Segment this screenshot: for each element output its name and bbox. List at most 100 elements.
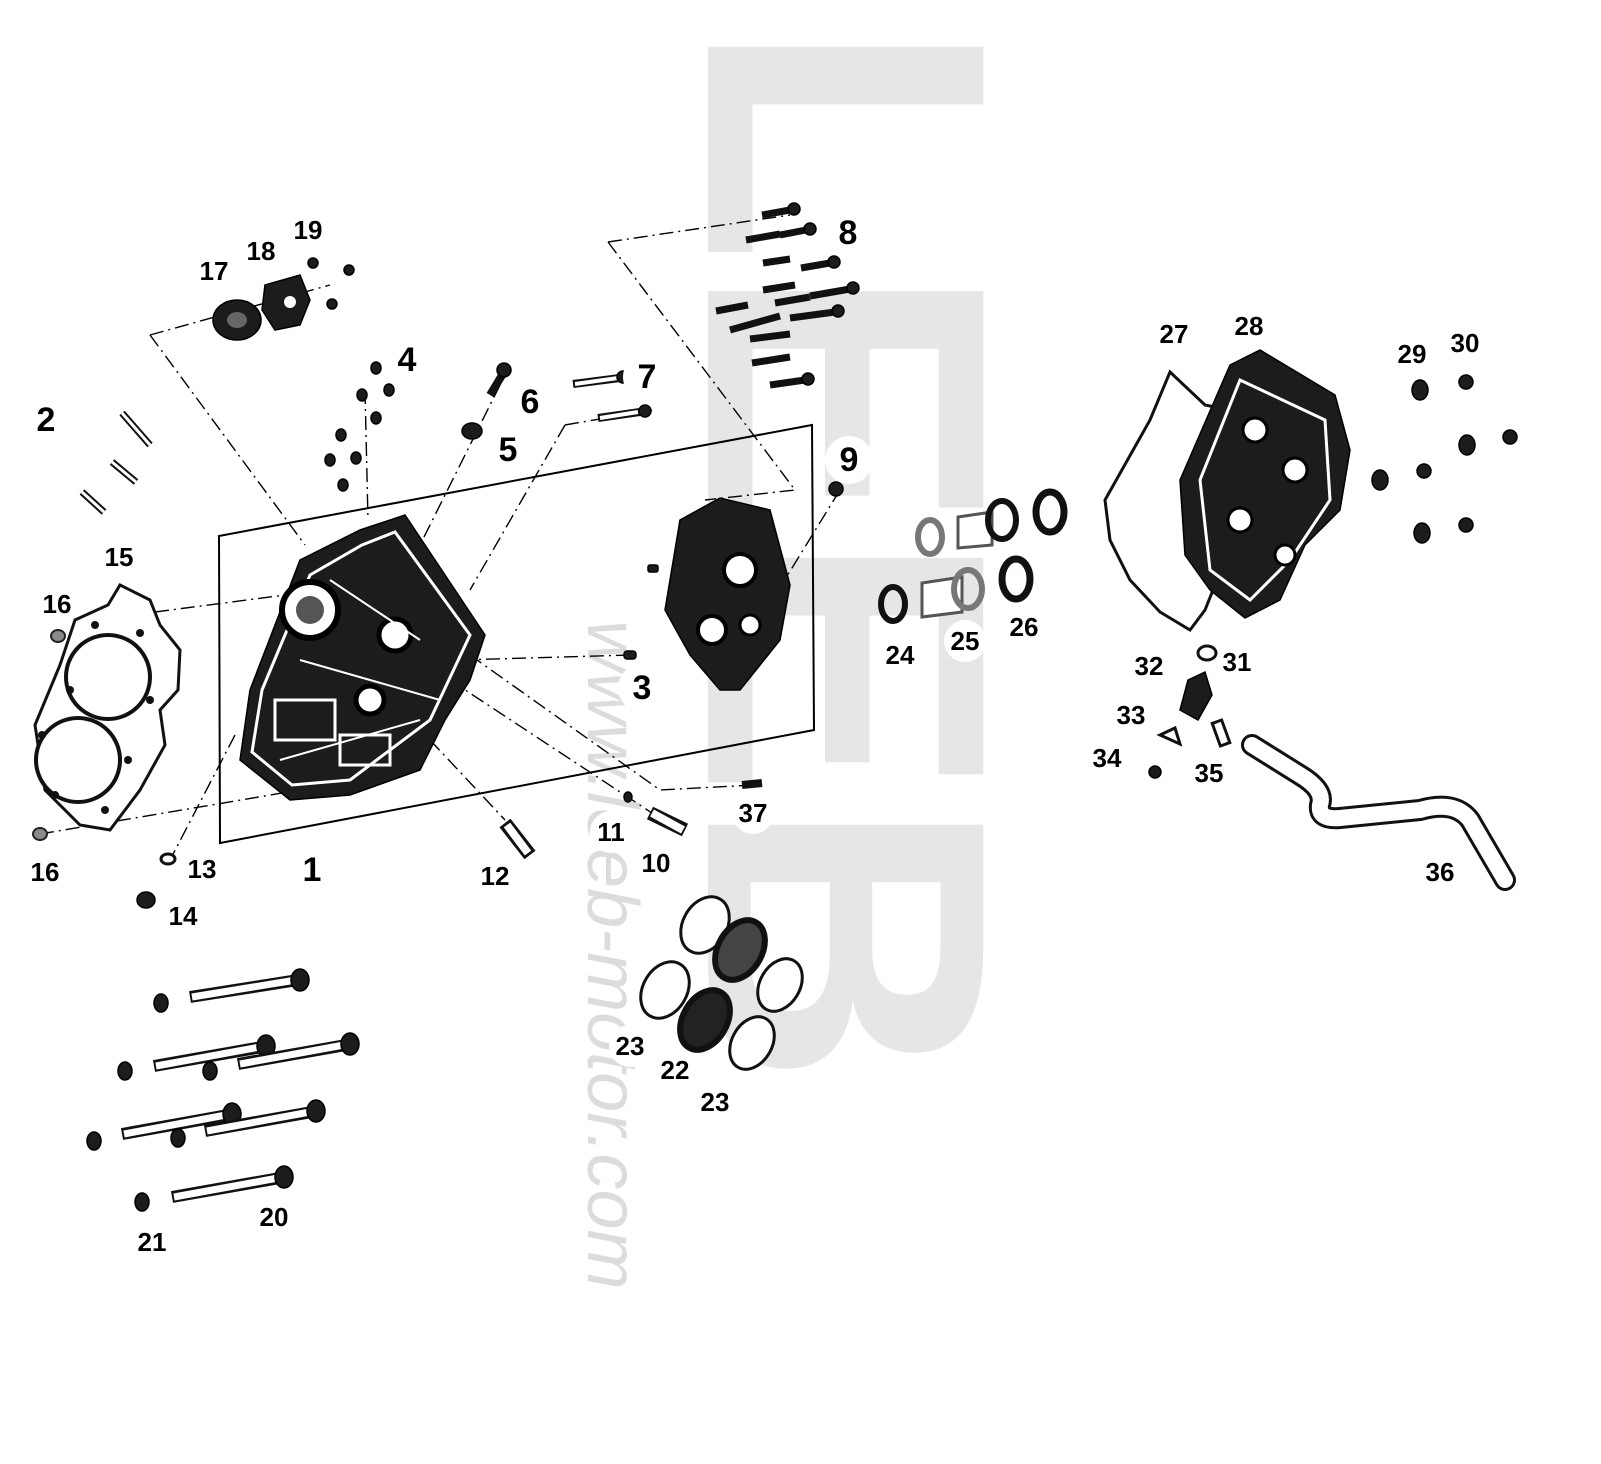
assembly-plane-frame [217,423,816,845]
callout-badge [944,620,986,662]
small-nuts [324,361,395,492]
callout-number: 3 [633,669,652,707]
callout-number: 27 [1160,319,1189,349]
small-plug [623,650,637,660]
callout-badge [1228,305,1270,347]
callout-badge [383,336,431,384]
callout-3: 3 [618,664,666,712]
callout-number: 23 [616,1031,645,1061]
callout-badge [654,1049,696,1091]
breather-hose-assembly [1148,644,1516,891]
callout-31: 31 [1216,641,1258,683]
callout-23: 23 [609,1025,651,1067]
callout-25: 25 [944,620,986,662]
callout-badge [24,851,66,893]
callout-badge [635,842,677,884]
assembly-leader-lines [39,214,841,861]
callout-19: 19 [287,209,329,251]
callout-number: 6 [521,383,540,421]
spark-plug-tubes [878,488,1068,624]
callout-badge [181,848,223,890]
watermark-url: www.leeb-motor.com [572,620,652,1290]
valve-cover [1103,349,1351,632]
thermostat-housing [212,257,355,341]
callout-12: 12 [474,855,516,897]
callout-number: 22 [661,1055,690,1085]
callout-number: 19 [294,215,323,245]
callout-number: 14 [169,901,198,931]
callout-badge [474,855,516,897]
callout-23: 23 [694,1081,736,1123]
callout-number: 2 [37,401,56,439]
callout-number: 8 [839,214,858,252]
part-number-callouts: 1234567891011121314151616171819202122232… [22,209,1486,1263]
fittings [499,791,689,860]
callout-number: 33 [1117,700,1146,730]
callout-badge [1444,322,1486,364]
callout-number: 20 [260,1202,289,1232]
head-bolts [86,968,360,1212]
callout-13: 13 [181,848,223,890]
callout-number: 25 [951,626,980,656]
callout-15: 15 [98,536,140,578]
callout-4: 4 [383,336,431,384]
callout-badge [484,426,532,474]
callout-badge [506,378,554,426]
callout-9: 9 [825,436,873,484]
callout-18: 18 [240,230,282,272]
callout-badge [1086,737,1128,779]
callout-6: 6 [506,378,554,426]
callout-20: 20 [253,1196,295,1238]
callout-number: 24 [886,640,915,670]
callout-number: 28 [1235,311,1264,341]
callout-number: 18 [247,236,276,266]
callout-21: 21 [131,1221,173,1263]
callout-number: 35 [1195,758,1224,788]
callout-number: 9 [840,441,859,479]
callout-number: 12 [481,861,510,891]
callout-badge [1216,641,1258,683]
callout-badge [618,664,666,712]
callout-33: 33 [1110,694,1152,736]
callout-29: 29 [1391,333,1433,375]
callout-number: 23 [701,1087,730,1117]
watermark: LEEB www.leeb-motor.com [572,20,1070,1290]
small-bolt-37 [741,779,763,789]
callout-badge [623,353,671,401]
callout-number: 21 [138,1227,167,1257]
callout-1: 1 [288,846,336,894]
callout-badge [1391,333,1433,375]
callout-number: 36 [1426,857,1455,887]
callout-badge [36,583,78,625]
sensor-and-washer [461,362,512,440]
callout-36: 36 [1419,851,1461,893]
callout-number: 30 [1451,328,1480,358]
callout-badge [131,1221,173,1263]
intake-boots-and-clamps [639,895,804,1071]
callout-badge [1419,851,1461,893]
callout-badge [879,634,921,676]
callout-17: 17 [193,250,235,292]
callout-badge [825,436,873,484]
callout-number: 34 [1093,743,1122,773]
callout-number: 31 [1223,647,1252,677]
callout-35: 35 [1188,752,1230,794]
callout-number: 4 [398,341,417,379]
callout-number: 1 [303,851,322,889]
callout-badge [694,1081,736,1123]
callout-number: 32 [1135,651,1164,681]
bolt-set [715,202,860,389]
callout-7: 7 [623,353,671,401]
callout-2: 2 [22,396,70,444]
callout-number: 7 [638,358,657,396]
callout-number: 13 [188,854,217,884]
callout-badge [1188,752,1230,794]
callout-badge [732,792,774,834]
callout-26: 26 [1003,606,1045,648]
callout-badge [1110,694,1152,736]
callout-badge [98,536,140,578]
callout-badge [1128,645,1170,687]
callout-number: 29 [1398,339,1427,369]
callout-8: 8 [824,209,872,257]
